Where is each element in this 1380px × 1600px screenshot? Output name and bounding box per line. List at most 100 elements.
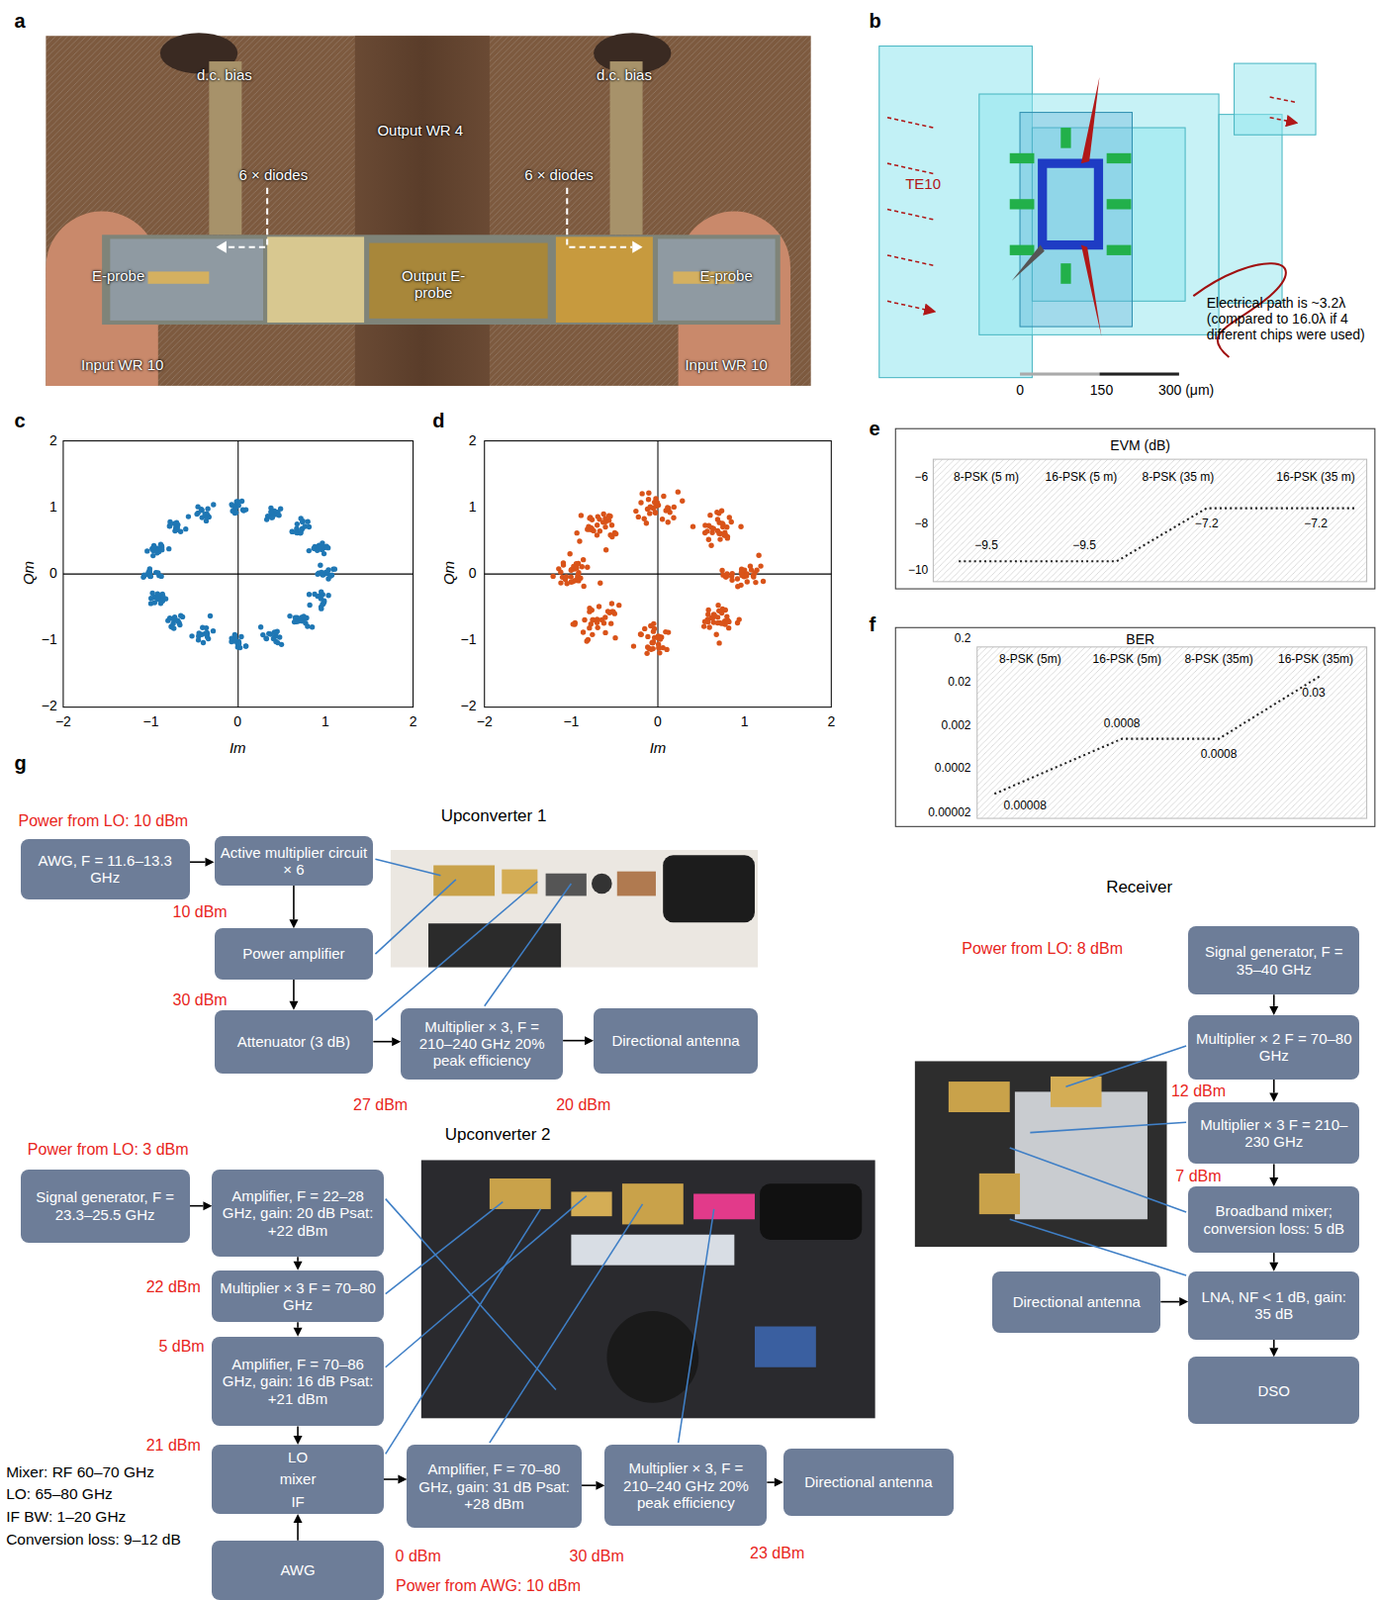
constellation-point bbox=[648, 646, 654, 652]
arrow-line bbox=[296, 1256, 299, 1261]
figure-label: 8-PSK (5 m) bbox=[953, 470, 1019, 485]
constellation-point bbox=[638, 631, 644, 637]
constellation-point bbox=[652, 509, 658, 515]
constellation-point bbox=[612, 635, 618, 641]
constellation-point bbox=[289, 529, 295, 535]
constellation-point bbox=[648, 640, 654, 645]
figure-label: Electrical path is ~3.2λ (compared to 16… bbox=[1206, 294, 1371, 343]
box-text: AWG, F = 11.6–13.3 GHz bbox=[26, 851, 184, 887]
figure-label: 6 × diodes bbox=[238, 167, 308, 184]
arrow-head bbox=[205, 857, 215, 867]
constellation-point bbox=[735, 575, 740, 581]
constellation-point bbox=[735, 583, 740, 589]
metric-charts bbox=[895, 627, 1376, 827]
arrow-head bbox=[293, 1261, 303, 1271]
constellation-point bbox=[204, 633, 210, 639]
constellation-point bbox=[319, 540, 325, 546]
constellation-point bbox=[158, 573, 164, 579]
signal-arrow bbox=[1269, 1252, 1279, 1272]
chip-photo bbox=[45, 32, 811, 386]
constellation-point bbox=[243, 643, 249, 648]
constellation-point bbox=[563, 573, 569, 579]
process-box: Directional antenna bbox=[593, 1008, 758, 1074]
constellation-point bbox=[747, 563, 753, 569]
arrow-line bbox=[383, 1477, 399, 1480]
arrow-line bbox=[296, 1425, 299, 1436]
constellation-point bbox=[325, 592, 331, 598]
constellation-point bbox=[594, 616, 600, 622]
power-level: Power from LO: 10 dBm bbox=[18, 812, 189, 830]
box-text: AWG bbox=[279, 1561, 315, 1578]
constellation-point bbox=[589, 632, 595, 638]
waveguide-model bbox=[1270, 96, 1296, 123]
panel-letter: e bbox=[868, 417, 880, 441]
constellation-point bbox=[642, 516, 647, 522]
waveguide-model bbox=[1081, 245, 1103, 338]
process-box: Power amplifier bbox=[214, 927, 374, 980]
waveguide-model bbox=[1106, 153, 1132, 164]
constellation-point bbox=[270, 514, 276, 520]
constellation-point bbox=[174, 527, 180, 533]
constellation-point bbox=[743, 572, 749, 578]
leader-lines bbox=[374, 858, 441, 875]
figure-label: IF BW: 1–20 GHz bbox=[5, 1507, 126, 1526]
constellation-point bbox=[647, 504, 653, 510]
constellation-point bbox=[675, 488, 681, 494]
constellation-point bbox=[584, 564, 590, 570]
constellation-point bbox=[705, 607, 711, 613]
leader-lines bbox=[484, 883, 572, 1007]
panel-letter: f bbox=[868, 612, 876, 636]
constellation-point bbox=[715, 620, 721, 626]
arrow-line bbox=[372, 1040, 392, 1043]
setup-photo bbox=[546, 873, 587, 897]
figure-label: Qm bbox=[19, 560, 37, 585]
process-box: Directional antenna bbox=[992, 1271, 1161, 1333]
figure-label: E-probe bbox=[92, 268, 145, 285]
constellation-axes bbox=[140, 498, 338, 650]
figure-label: d.c. bias bbox=[596, 67, 652, 85]
constellation-point bbox=[726, 625, 732, 631]
constellation-point bbox=[702, 530, 708, 536]
arrow-line bbox=[189, 1204, 204, 1207]
figure-label: −2 bbox=[41, 697, 58, 714]
metric-charts bbox=[932, 459, 1367, 582]
setup-photo bbox=[759, 1183, 862, 1240]
power-level: 27 dBm bbox=[353, 1095, 408, 1113]
setup-photo bbox=[390, 849, 1168, 1418]
constellation-point bbox=[158, 600, 164, 606]
arrow-head bbox=[391, 1036, 401, 1046]
constellation-point bbox=[327, 573, 333, 579]
box-text: mixer bbox=[279, 1470, 317, 1487]
figure-label: d.c. bias bbox=[196, 67, 253, 85]
constellation-point bbox=[311, 591, 317, 597]
box-text: LNA, NF < 1 dB, gain: 35 dB bbox=[1194, 1288, 1354, 1323]
setup-photo bbox=[617, 871, 656, 897]
arrow-line bbox=[292, 979, 295, 1002]
constellation-point bbox=[716, 640, 722, 645]
waveguide-model bbox=[1012, 245, 1045, 281]
constellation-point bbox=[149, 590, 155, 596]
constellation-point bbox=[550, 573, 555, 579]
arrow-line bbox=[1273, 1163, 1276, 1178]
figure-label: 0.0008 bbox=[1104, 717, 1141, 732]
constellation-point bbox=[269, 514, 275, 520]
constellation-point bbox=[616, 602, 622, 608]
constellation-point bbox=[325, 566, 331, 572]
figure-label: 16-PSK (5 m) bbox=[1045, 470, 1118, 485]
constellation-point bbox=[647, 503, 653, 509]
constellation-point bbox=[568, 567, 574, 573]
constellation-point bbox=[608, 620, 614, 626]
box-text: Multiplier × 3, F = 210–240 GHz 20% peak… bbox=[406, 1017, 557, 1070]
arrow-line bbox=[1273, 994, 1276, 1007]
constellation-point bbox=[631, 643, 637, 648]
signal-arrow bbox=[372, 1036, 401, 1046]
metric-charts bbox=[958, 508, 1357, 562]
figure-label: −7.2 bbox=[1303, 517, 1328, 532]
figure-label: −1 bbox=[143, 713, 160, 730]
figure-label: 0.2 bbox=[954, 633, 972, 647]
constellation-point bbox=[612, 610, 618, 616]
chip-photo bbox=[45, 35, 811, 386]
constellation-point bbox=[317, 562, 323, 568]
box-text: Amplifier, F = 70–80 GHz, gain: 31 dB Ps… bbox=[412, 1460, 575, 1512]
chip-photo bbox=[355, 35, 490, 386]
